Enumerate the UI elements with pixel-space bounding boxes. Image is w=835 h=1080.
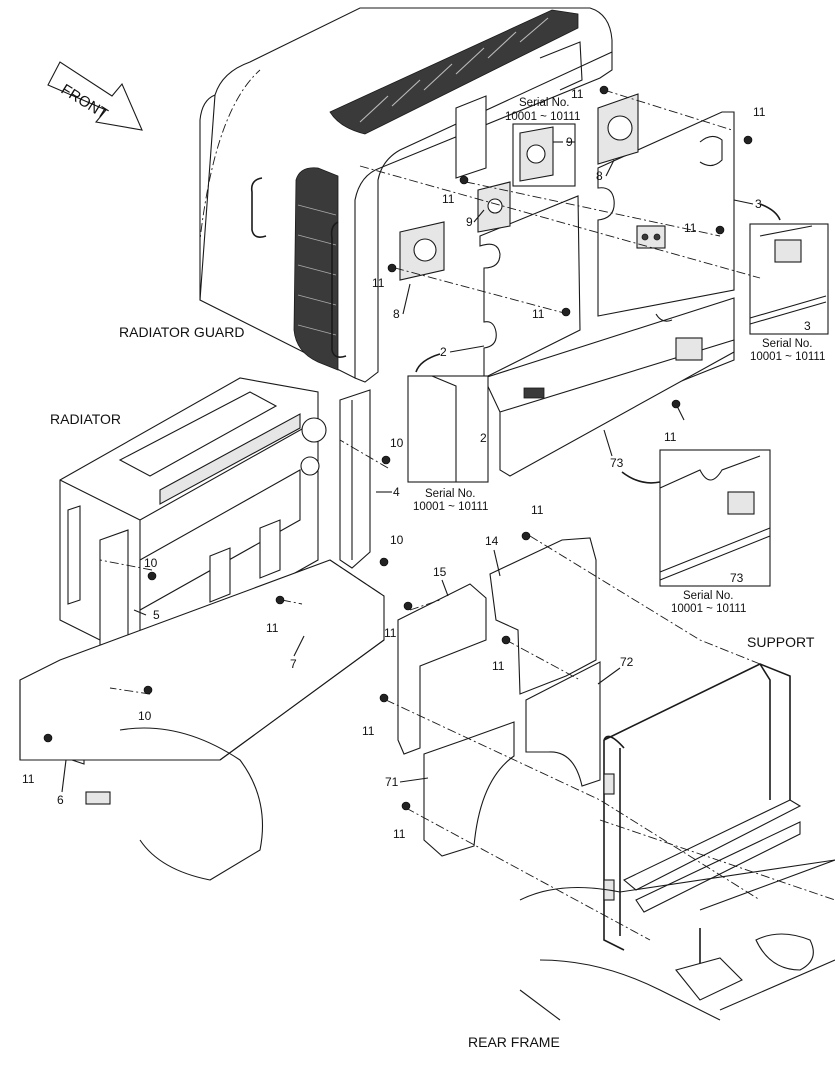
part-72-seal <box>525 661 601 787</box>
label-rear-frame: REAR FRAME <box>468 1034 560 1050</box>
support-assembly <box>603 663 802 1001</box>
callout-4: 4 <box>393 485 400 499</box>
bolt-icon <box>743 135 753 145</box>
callout-11: 11 <box>22 772 35 786</box>
inset-1-serial-range: 10001 ~ 10111 <box>505 111 580 123</box>
callout-8: 8 <box>596 169 603 183</box>
callout-9: 9 <box>466 215 473 229</box>
rear-frame-assembly <box>519 819 835 1021</box>
panel-73 <box>483 297 735 477</box>
callout-11: 11 <box>393 827 406 841</box>
bolt-icon <box>459 175 469 185</box>
callout-2: 2 <box>440 345 447 359</box>
part-14-seal <box>489 537 597 695</box>
inset-1-serial-label: Serial No. <box>519 97 570 109</box>
callout-11: 11 <box>531 503 544 517</box>
radiator-base-frame <box>19 559 385 881</box>
bolt-icon <box>381 455 391 465</box>
label-radiator: RADIATOR <box>50 411 121 427</box>
callout-11: 11 <box>442 192 455 206</box>
callout-11: 11 <box>362 724 375 738</box>
bracket-8-right <box>597 93 639 165</box>
bolt-icon <box>403 601 413 611</box>
bolt-icon <box>521 531 531 541</box>
serial-inset-4: Serial No. 10001 ~ 10111 73 <box>621 449 771 615</box>
callout-14: 14 <box>485 534 499 548</box>
callout-10: 10 <box>138 709 152 723</box>
panel-3 <box>597 111 735 317</box>
callout-6: 6 <box>57 793 64 807</box>
bolt-icon <box>43 733 53 743</box>
bolt-icon <box>599 85 609 95</box>
inset-3-callout: 2 <box>480 431 487 445</box>
bolt-icon <box>387 263 397 273</box>
bolt-icon <box>147 571 157 581</box>
bolts <box>43 85 753 811</box>
bolt-icon <box>671 399 681 409</box>
inset-3-serial-range: 10001 ~ 10111 <box>413 501 488 513</box>
bracket-9 <box>477 181 511 233</box>
callout-71: 71 <box>385 775 399 789</box>
leader-lines <box>99 89 761 941</box>
bolt-icon <box>501 635 511 645</box>
bolt-icon <box>561 307 571 317</box>
serial-inset-1: Serial No. 10001 ~ 10111 9 <box>505 97 580 187</box>
callout-8: 8 <box>393 307 400 321</box>
callout-72: 72 <box>620 655 634 669</box>
callout-11: 11 <box>492 659 505 673</box>
inset-2-callout: 3 <box>804 319 811 333</box>
callout-numbers: 11 11 11 11 11 11 11 11 11 11 11 11 11 1… <box>22 87 766 841</box>
inset-3-serial-label: Serial No. <box>425 488 476 500</box>
callout-11: 11 <box>532 307 545 321</box>
callout-7: 7 <box>290 657 297 671</box>
callout-11: 11 <box>571 87 584 101</box>
bolt-icon <box>715 225 725 235</box>
callout-11: 11 <box>384 626 397 640</box>
callout-10: 10 <box>390 436 404 450</box>
bolt-icon <box>379 693 389 703</box>
bolt-icon <box>401 801 411 811</box>
bracket-8-left <box>399 221 445 281</box>
inset-2-serial-range: 10001 ~ 10111 <box>750 351 825 363</box>
panel-2 <box>479 195 581 379</box>
callout-15: 15 <box>433 565 447 579</box>
callout-11: 11 <box>266 621 279 635</box>
callout-11: 11 <box>664 430 677 444</box>
inset-4-callout: 73 <box>730 571 744 585</box>
callout-leaders <box>61 141 754 793</box>
callout-10: 10 <box>390 533 404 547</box>
inset-4-serial-label: Serial No. <box>683 590 734 602</box>
inset-4-serial-range: 10001 ~ 10111 <box>671 603 746 615</box>
label-radiator-guard: RADIATOR GUARD <box>119 324 245 340</box>
callout-11: 11 <box>684 221 697 235</box>
callout-3: 3 <box>755 197 762 211</box>
callout-10: 10 <box>144 556 158 570</box>
bolt-icon <box>379 557 389 567</box>
callout-5: 5 <box>153 608 160 622</box>
part-4-seal <box>339 389 371 569</box>
serial-inset-3: Serial No. 10001 ~ 10111 2 <box>407 353 489 513</box>
label-support: SUPPORT <box>747 634 815 650</box>
inset-2-serial-label: Serial No. <box>762 338 813 350</box>
front-arrow-icon: FRONT <box>47 61 143 131</box>
callout-11: 11 <box>372 276 385 290</box>
serial-inset-2: Serial No. 10001 ~ 10111 3 <box>749 203 829 363</box>
bolt-icon <box>275 595 285 605</box>
part-71-seal <box>423 721 515 857</box>
callout-73: 73 <box>610 456 624 470</box>
radiator-guard-assembly <box>199 7 613 383</box>
bolt-icon <box>143 685 153 695</box>
part-15-seal <box>397 583 487 755</box>
callout-11: 11 <box>753 105 766 119</box>
